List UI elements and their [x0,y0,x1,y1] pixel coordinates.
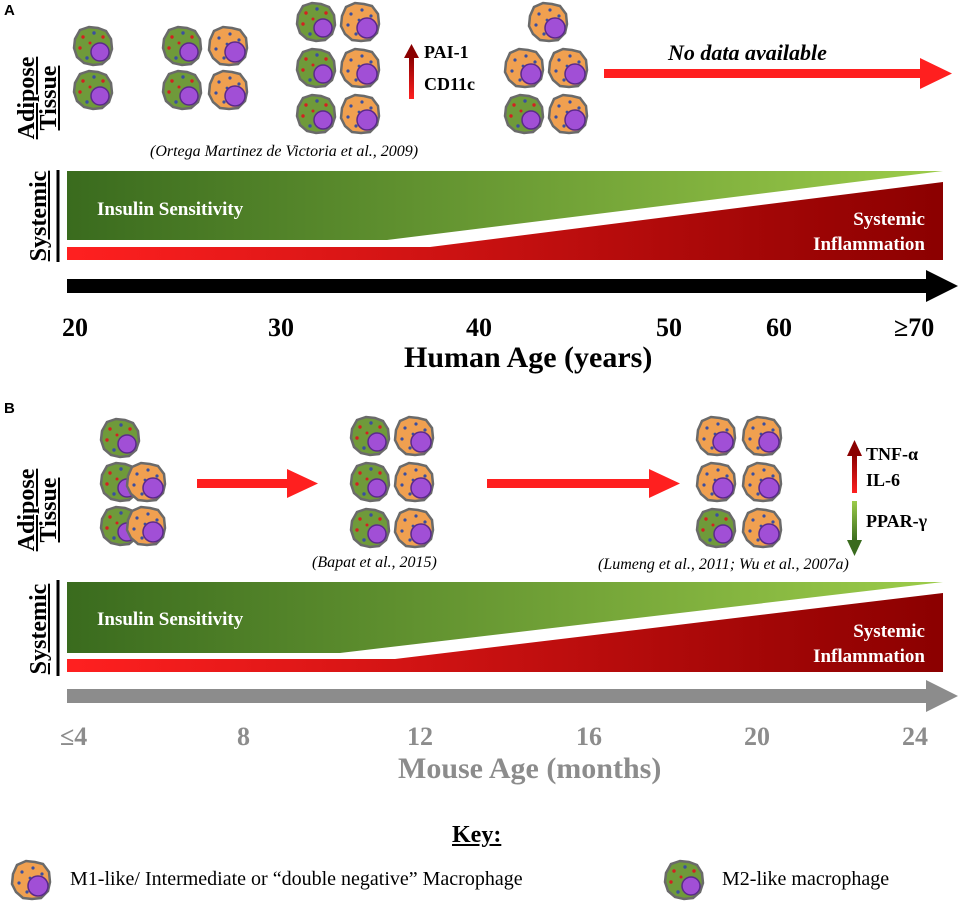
panel-a-inflammation-label: Systemic Inflammation [813,207,925,257]
panel-b-arrow-2 [487,469,680,498]
panel-b-inflammation-label: Systemic Inflammation [813,619,925,669]
panel-a-inflammation-line2: Inflammation [813,234,925,255]
human-tick-70: ≥70 [894,313,935,342]
mouse-tick-20: 20 [744,722,770,751]
mouse-axis-title: Mouse Age (months) [398,752,662,785]
panel-b-citation-lumeng: (Lumeng et al., 2011; Wu et al., 2007a) [598,556,849,573]
panel-b-marker-tnf: TNF-α [866,444,919,464]
key-m1-icon [10,859,52,901]
panel-b-down-arrow [847,501,862,556]
panel-a-inflammation-line1: Systemic [853,209,925,230]
key-title: Key: [452,822,502,848]
panel-b-insulin-band [67,582,943,653]
human-tick-20: 20 [62,313,88,342]
panel-a-citation: (Ortega Martinez de Victoria et al., 200… [150,143,419,160]
panel-b-marker-il6: IL-6 [866,470,901,490]
human-tick-60: 60 [766,313,792,342]
panel-b-cells-group-3 [695,415,783,549]
panel-b-up-arrow [847,440,862,493]
panel-b-marker-ppar: PPAR-γ [866,511,928,531]
panel-a-marker-cd11c: CD11c [424,74,475,94]
mouse-tick-4: ≤4 [60,722,88,751]
panel-a-no-data-label: No data available [668,40,827,65]
panel-b-tissue-label: Tissue [36,477,62,543]
panel-a-cells-group-3 [295,1,381,135]
panel-a-cells-group-4 [503,1,589,135]
mouse-tick-16: 16 [576,722,602,751]
human-tick-40: 40 [466,313,492,342]
key-m2-icon [663,859,705,901]
mouse-tick-8: 8 [237,722,250,751]
panel-a-adipose-tissue-label: Adipose Tissue [14,54,62,142]
panel-a-marker-pai1: PAI-1 [424,42,469,62]
panel-b-systemic-side-label: Systemic [26,581,52,677]
mouse-tick-24: 24 [902,722,928,751]
panel-a-systemic-side-label: Systemic [26,168,52,264]
panel-b-letter: B [4,400,15,417]
panel-b-arrow-1 [197,469,318,498]
panel-b-citation-bapat: (Bapat et al., 2015) [312,554,437,571]
panel-a-inflammation-band [67,182,943,260]
mouse-tick-12: 12 [407,722,433,751]
human-tick-50: 50 [656,313,682,342]
panel-a-insulin-band [67,171,943,240]
human-axis-title: Human Age (years) [404,341,653,374]
mouse-age-axis-arrow [67,680,958,712]
panel-b-inflammation-line2: Inflammation [813,646,925,667]
panel-a-tissue-label: Tissue [36,65,62,131]
panel-a-insulin-label: Insulin Sensitivity [97,199,244,220]
panel-a-no-data-arrow [604,58,952,89]
panel-b-cells-group-2 [349,415,435,549]
panel-a-systemic-label: Systemic [26,170,52,262]
key-m1-label: M1-like/ Intermediate or “double negativ… [70,868,523,890]
panel-b-insulin-label: Insulin Sensitivity [97,609,244,630]
panel-b-systemic-label: Systemic [26,583,52,675]
panel-b-cells-group-1 [99,417,167,547]
panel-b-inflammation-line1: Systemic [853,621,925,642]
panel-a-up-arrow [404,44,419,99]
panel-a-cells-group-2 [161,25,249,111]
key-m2-label: M2-like macrophage [722,868,890,890]
panel-b-adipose-tissue-label: Adipose Tissue [14,466,62,554]
human-tick-30: 30 [268,313,294,342]
panel-a-adipose-label: Adipose [14,56,40,140]
panel-b-adipose-label: Adipose [14,468,40,552]
panel-a-letter: A [4,2,15,19]
human-age-axis-arrow [67,270,958,302]
panel-a-cells-group-1 [72,25,114,111]
panel-b-inflammation-band [67,593,943,672]
